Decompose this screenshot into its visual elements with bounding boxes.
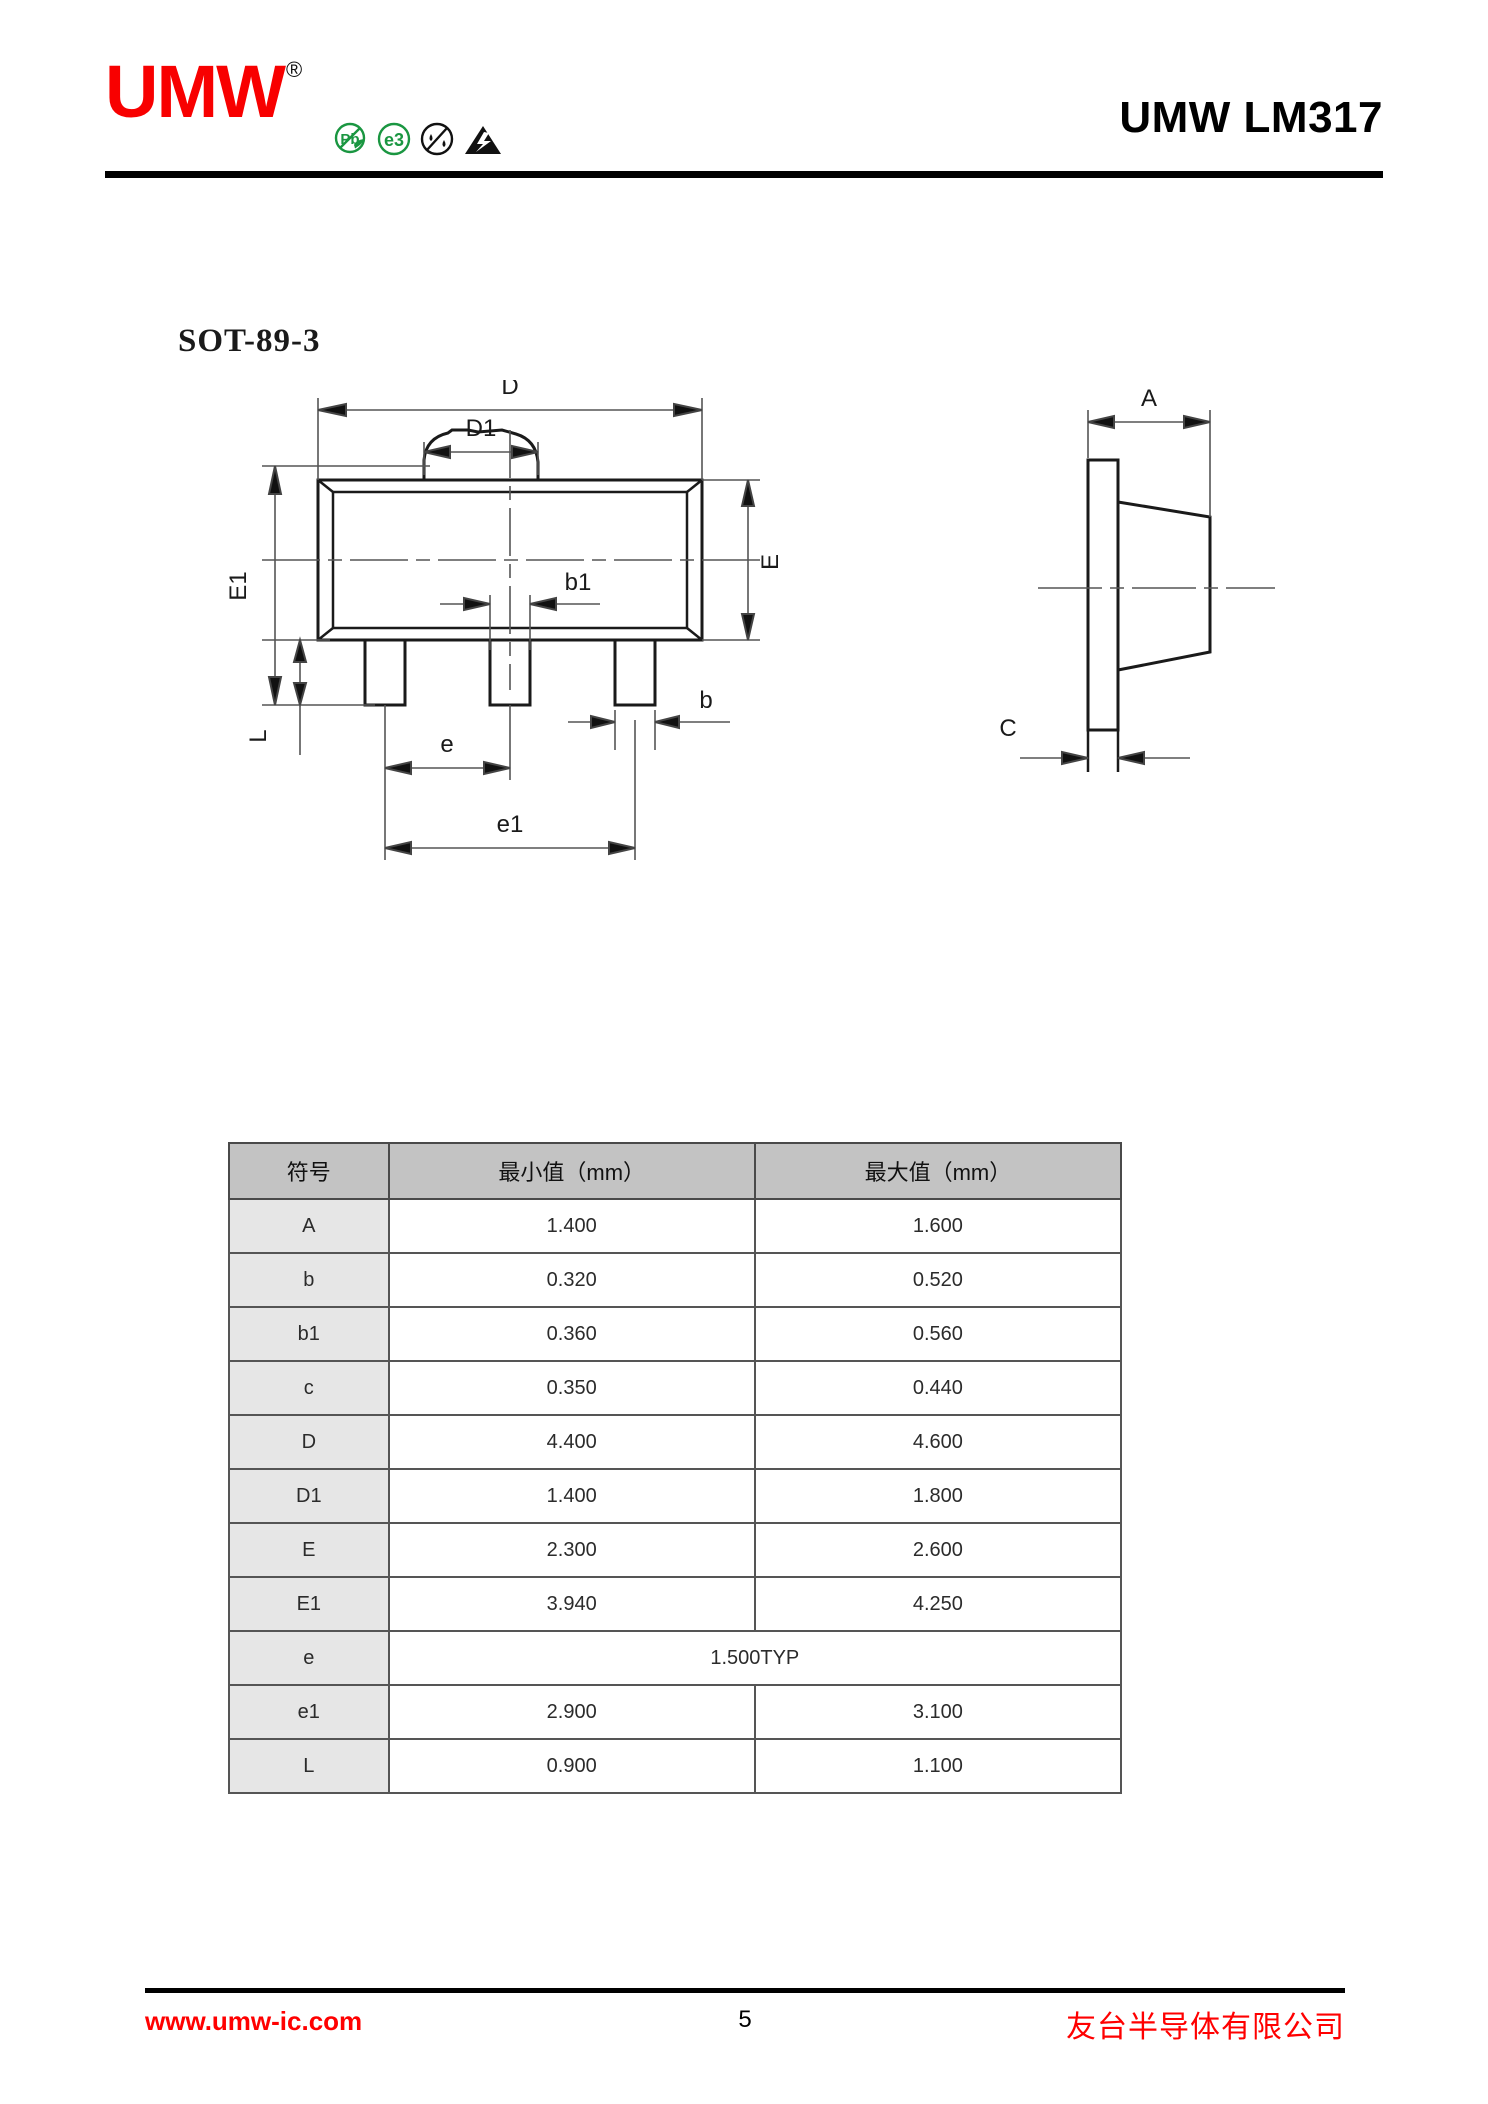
moisture-sensitivity-icon [420, 122, 454, 156]
cell-min: 0.360 [387, 1306, 756, 1362]
table-header-row: 符号 最小值（mm） 最大值（mm） [228, 1142, 1123, 1200]
cell-max: 1.800 [753, 1468, 1123, 1524]
cell-symbol: b [228, 1252, 390, 1308]
cell-symbol: b1 [228, 1306, 390, 1362]
column-header-min: 最小值（mm） [387, 1142, 756, 1200]
page-header: UMW ® Pb e3 [105, 55, 1383, 180]
dim-label-A: A [1141, 385, 1157, 412]
pb-free-icon: Pb [334, 122, 366, 154]
cell-min: 1.400 [387, 1198, 756, 1254]
cell-typical-value: 1.500TYP [387, 1630, 1123, 1686]
registered-trademark-icon: ® [285, 57, 303, 82]
cell-max: 0.440 [753, 1360, 1123, 1416]
certification-icons: Pb e3 [333, 121, 504, 159]
cell-max: 3.100 [753, 1684, 1123, 1740]
cell-min: 2.900 [387, 1684, 756, 1740]
svg-text:e3: e3 [384, 130, 404, 150]
header-divider [105, 171, 1383, 178]
column-header-symbol: 符号 [228, 1142, 390, 1200]
dim-label-L: L [245, 729, 272, 742]
package-title: SOT-89-3 [178, 323, 321, 359]
cell-max: 2.600 [753, 1522, 1123, 1578]
package-outline-drawing: D D1 E1 E [200, 380, 1400, 1100]
website-link[interactable]: www.umw-ic.com [145, 2006, 363, 2036]
dim-label-C: C [999, 715, 1016, 742]
cell-symbol: E [228, 1522, 390, 1578]
cell-max: 0.560 [753, 1306, 1123, 1362]
cell-symbol: L [228, 1738, 390, 1794]
cell-symbol: c [228, 1360, 390, 1416]
cell-min: 0.350 [387, 1360, 756, 1416]
cell-min: 4.400 [387, 1414, 756, 1470]
umw-logo: UMW ® [105, 55, 302, 129]
dim-label-b: b [699, 687, 712, 714]
dim-label-e1: e1 [497, 811, 524, 838]
cell-min: 0.320 [387, 1252, 756, 1308]
cell-symbol: e [228, 1630, 390, 1686]
cell-max: 0.520 [753, 1252, 1123, 1308]
cell-symbol: A [228, 1198, 390, 1254]
esd-sensitive-icon [465, 126, 501, 154]
column-header-max: 最大值（mm） [753, 1142, 1123, 1200]
cell-symbol: D1 [228, 1468, 390, 1524]
cell-min: 1.400 [387, 1468, 756, 1524]
dim-label-e: e [440, 731, 453, 758]
dim-label-D1: D1 [466, 415, 497, 442]
cell-min: 2.300 [387, 1522, 756, 1578]
cell-symbol: e1 [228, 1684, 390, 1740]
dim-label-b1: b1 [565, 569, 592, 596]
company-name: 友台半导体有限公司 [1066, 2011, 1345, 2044]
page-footer: www.umw-ic.com 5 友台半导体有限公司 [145, 2000, 1345, 2050]
cell-max: 4.250 [753, 1576, 1123, 1632]
page-number: 5 [738, 2006, 752, 2033]
cell-symbol: E1 [228, 1576, 390, 1632]
dim-label-D: D [501, 380, 518, 400]
cell-max: 4.600 [753, 1414, 1123, 1470]
logo-text: UMW [105, 50, 286, 133]
dim-label-E1: E1 [225, 571, 252, 600]
dim-label-E: E [757, 554, 784, 570]
cell-max: 1.100 [753, 1738, 1123, 1794]
cell-min: 0.900 [387, 1738, 756, 1794]
package-drawing-svg: D D1 E1 E [225, 380, 1275, 860]
footer-divider [145, 1988, 1345, 1993]
cell-min: 3.940 [387, 1576, 756, 1632]
e3-icon: e3 [377, 122, 411, 156]
cell-symbol: D [228, 1414, 390, 1470]
page-title: UMW LM317 [1119, 93, 1383, 142]
cell-max: 1.600 [753, 1198, 1123, 1254]
